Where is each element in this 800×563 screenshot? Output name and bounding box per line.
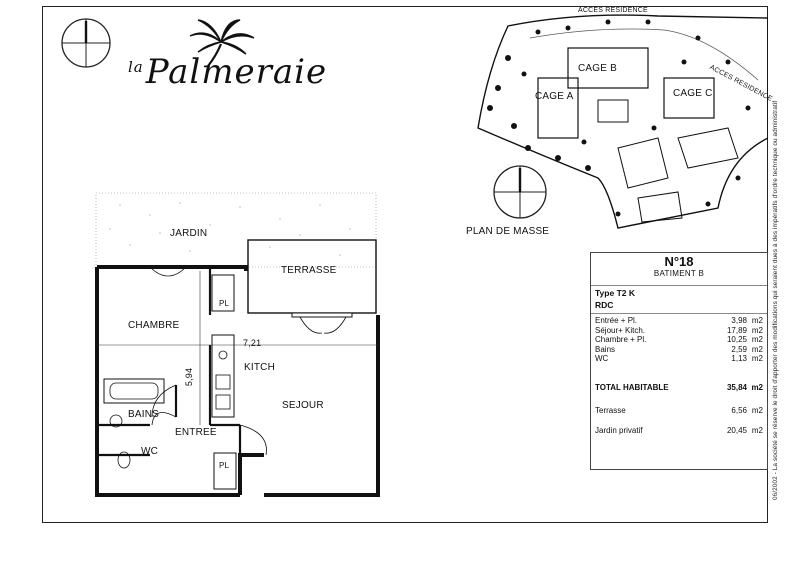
apartment-type: Type T2 K xyxy=(595,288,635,298)
label-entree: ENTREE xyxy=(175,427,217,438)
palm-tree-icon xyxy=(189,19,255,67)
disclaimer-text: 06/2002 - La société se réserve le droit… xyxy=(772,100,779,500)
label-pl-entree: PL xyxy=(219,461,230,470)
dimension-width: 7,21 xyxy=(243,338,262,348)
dimension-depth: 5,94 xyxy=(184,367,195,387)
label-jardin: JARDIN xyxy=(170,228,208,239)
logo-name: Palmeraie xyxy=(145,52,328,92)
table-divider xyxy=(591,313,767,314)
building-name: BATIMENT B xyxy=(653,269,705,278)
table-header: N°18 BATIMENT B xyxy=(591,253,767,286)
label-pl-chambre: PL xyxy=(219,299,230,308)
apartment-info-table: N°18 BATIMENT B Type T2 K RDC Entrée + P… xyxy=(590,252,768,470)
label-kitch: KITCH xyxy=(244,362,275,373)
plan-de-masse-title: PLAN DE MASSE xyxy=(466,226,550,237)
apartment-number: N°18 xyxy=(664,254,694,269)
label-acces-1: ACCES RESIDENCE xyxy=(578,7,648,14)
apartment-level: RDC xyxy=(595,300,614,310)
compass-icon xyxy=(493,165,547,219)
label-chambre: CHAMBRE xyxy=(128,320,180,331)
compass-icon xyxy=(61,18,111,68)
label-terrasse: TERRASSE xyxy=(281,265,337,276)
site-plan xyxy=(477,14,768,229)
label-cage-c: CAGE C xyxy=(673,88,713,99)
label-cage-b: CAGE B xyxy=(578,63,617,74)
label-wc: WC xyxy=(141,446,159,457)
logo-prefix: la xyxy=(128,58,144,76)
label-bains: BAINS xyxy=(128,409,160,420)
label-sejour: SEJOUR xyxy=(282,400,324,411)
logo-wordmark: laPalmeraie xyxy=(128,52,327,92)
label-cage-a: CAGE A xyxy=(535,91,574,102)
floor-plan xyxy=(95,192,380,497)
